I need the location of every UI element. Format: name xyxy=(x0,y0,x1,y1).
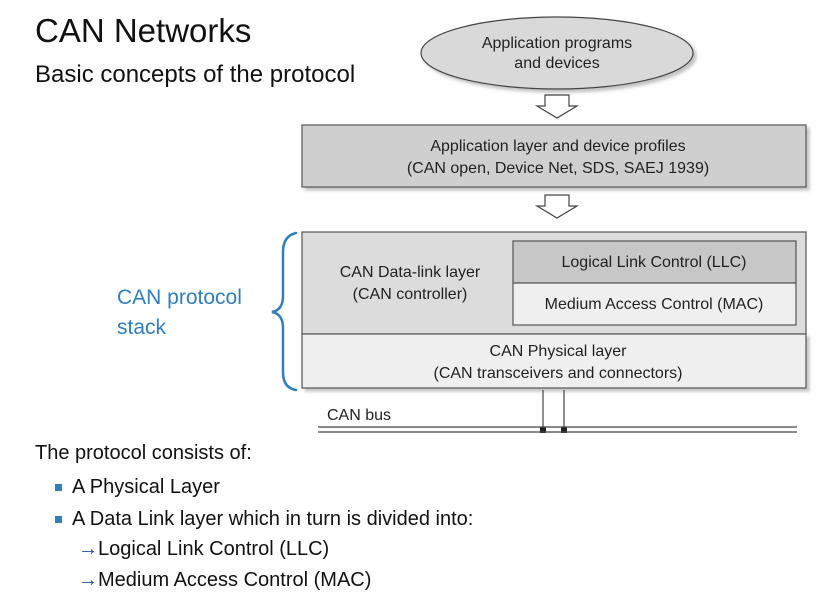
bus-node-dot xyxy=(540,427,546,433)
square-bullet-icon xyxy=(55,484,62,491)
datalink-line2: (CAN controller) xyxy=(353,286,468,303)
bullet-text: A Physical Layer xyxy=(72,476,220,498)
app-programs-line2: and devices xyxy=(514,55,599,72)
can-bus-label: CAN bus xyxy=(327,407,391,424)
sub-item: →Logical Link Control (LLC) xyxy=(78,538,329,561)
sub-item-text: Logical Link Control (LLC) xyxy=(98,538,330,560)
bullet-item: A Data Link layer which in turn is divid… xyxy=(55,508,473,531)
can-bus-lines xyxy=(318,426,797,433)
down-arrow-icon xyxy=(534,94,580,119)
bus-connectors xyxy=(542,390,565,431)
application-layer-box: Application layer and device profiles (C… xyxy=(301,124,807,188)
app-layer-line2: (CAN open, Device Net, SDS, SAEJ 1939) xyxy=(407,160,709,177)
protocol-intro: The protocol consists of: xyxy=(35,442,252,464)
sub-item: →Medium Access Control (MAC) xyxy=(78,569,371,592)
right-arrow-icon: → xyxy=(78,538,98,560)
app-programs-line1: Application programs xyxy=(482,35,632,52)
mac-label: Medium Access Control (MAC) xyxy=(545,296,764,313)
stack-label-line2: stack xyxy=(117,316,167,339)
sub-item-text: Medium Access Control (MAC) xyxy=(98,569,372,591)
down-arrow-icon xyxy=(534,194,580,219)
slide-title: CAN Networks xyxy=(35,12,252,49)
app-layer-line1: Application layer and device profiles xyxy=(430,138,685,155)
stack-label-line1: CAN protocol xyxy=(117,286,242,309)
mac-box: Medium Access Control (MAC) xyxy=(512,282,797,326)
bus-node-dot xyxy=(561,427,567,433)
llc-label: Logical Link Control (LLC) xyxy=(562,254,747,271)
stack-brace xyxy=(271,231,298,392)
square-bullet-icon xyxy=(55,516,62,523)
physical-layer-box: CAN Physical layer (CAN transceivers and… xyxy=(301,333,807,389)
physical-line1: CAN Physical layer xyxy=(490,343,628,360)
slide-subtitle: Basic concepts of the protocol xyxy=(35,61,356,88)
physical-line2: (CAN transceivers and connectors) xyxy=(434,365,683,382)
bullet-item: A Physical Layer xyxy=(55,476,220,499)
application-programs-ellipse: Application programs and devices xyxy=(420,16,694,90)
protocol-stack-label: CAN protocol stack xyxy=(117,283,242,343)
right-arrow-icon: → xyxy=(78,569,98,591)
llc-box: Logical Link Control (LLC) xyxy=(512,240,797,284)
datalink-line1: CAN Data-link layer xyxy=(340,264,481,281)
bullet-text: A Data Link layer which in turn is divid… xyxy=(72,508,474,530)
